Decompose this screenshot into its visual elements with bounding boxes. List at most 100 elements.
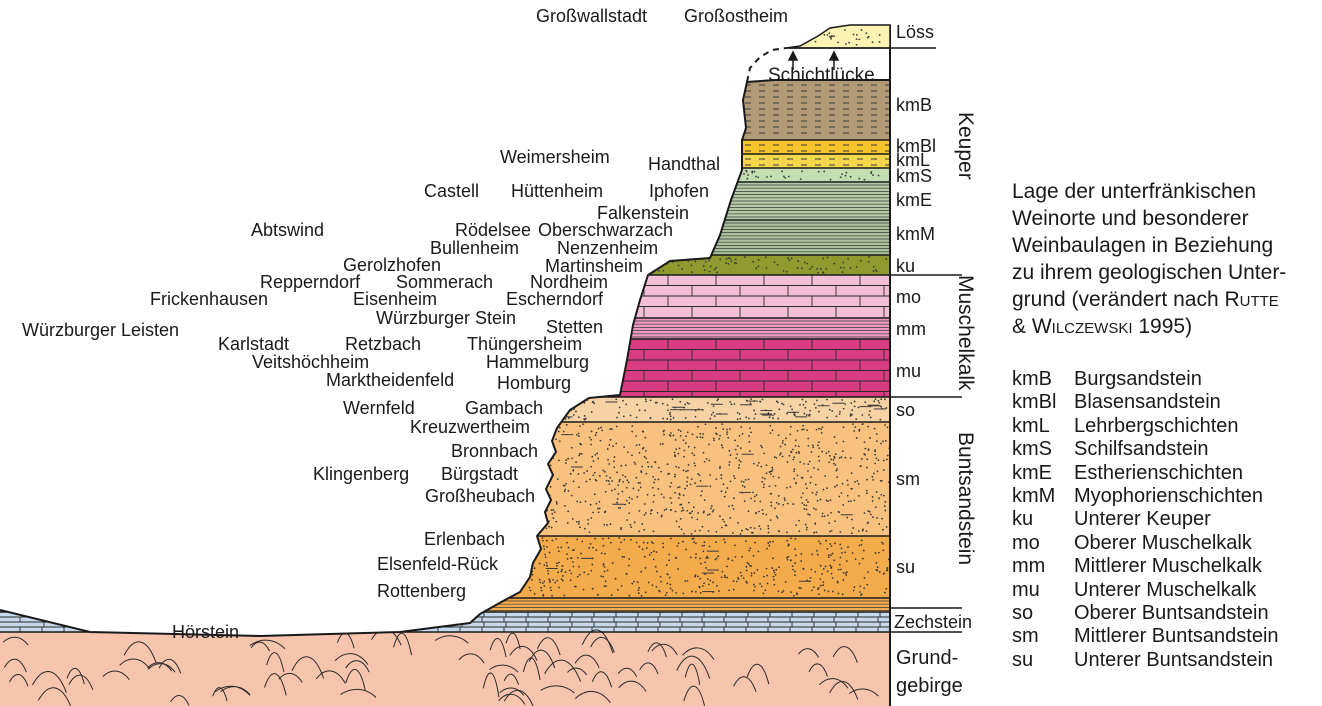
pattern-mark <box>694 465 696 467</box>
pattern-mark <box>505 539 507 541</box>
pattern-mark <box>580 399 582 401</box>
pattern-mark <box>551 527 553 529</box>
pattern-mark <box>795 524 797 526</box>
pattern-mark <box>828 461 830 463</box>
pattern-mark <box>481 594 483 596</box>
pattern-mark <box>778 530 780 532</box>
pattern-mark <box>638 589 640 591</box>
pattern-mark <box>534 567 536 569</box>
pattern-mark <box>809 268 811 270</box>
pattern-mark <box>644 503 646 505</box>
pattern-mark <box>685 470 687 472</box>
pattern-mark <box>688 446 690 448</box>
pattern-mark <box>547 570 549 572</box>
pattern-mark <box>780 446 782 448</box>
pattern-mark <box>522 525 524 527</box>
pattern-mark <box>571 458 573 460</box>
pattern-mark <box>628 512 630 514</box>
pattern-mark <box>873 270 875 272</box>
pattern-mark <box>741 556 743 558</box>
pattern-mark <box>593 402 595 404</box>
pattern-mark <box>728 589 730 591</box>
pattern-mark <box>542 481 544 483</box>
pattern-mark <box>521 524 523 526</box>
pattern-mark <box>699 474 701 476</box>
pattern-mark <box>790 451 792 453</box>
legend-abbr: su <box>1012 649 1074 672</box>
pattern-mark <box>858 530 860 532</box>
pattern-mark <box>798 520 800 522</box>
pattern-mark <box>773 584 775 586</box>
pattern-mark <box>832 553 834 555</box>
pattern-mark <box>605 173 607 175</box>
pattern-mark <box>512 263 514 265</box>
pattern-mark <box>661 493 663 495</box>
pattern-mark <box>747 174 749 176</box>
pattern-mark <box>643 447 645 449</box>
pattern-mark <box>519 472 521 474</box>
group-labels: Keuper Muschelkalk Buntsandstein <box>954 112 977 565</box>
pattern-mark <box>847 484 849 486</box>
pattern-mark <box>542 582 544 584</box>
pattern-mark <box>562 575 564 577</box>
pattern-mark <box>839 457 841 459</box>
pattern-mark <box>870 172 872 174</box>
layer-label-mu: mu <box>896 361 921 381</box>
pattern-mark <box>667 404 669 406</box>
pattern-mark <box>870 417 872 419</box>
pattern-mark <box>536 471 538 473</box>
pattern-mark <box>494 520 496 522</box>
pattern-mark <box>835 464 837 466</box>
pattern-mark <box>792 449 794 451</box>
pattern-mark <box>600 575 602 577</box>
town-klingenberg: Klingenberg <box>313 464 409 484</box>
pattern-mark <box>652 501 654 503</box>
pattern-mark <box>868 448 870 450</box>
pattern-mark <box>514 530 516 532</box>
pattern-mark <box>738 459 740 461</box>
pattern-mark <box>777 418 779 420</box>
pattern-mark <box>859 563 861 565</box>
pattern-mark <box>703 265 705 267</box>
pattern-mark <box>755 413 757 415</box>
pattern-mark <box>503 169 505 171</box>
pattern-mark <box>850 500 852 502</box>
pattern-mark <box>853 430 855 432</box>
pattern-mark <box>728 464 730 466</box>
pattern-mark <box>519 582 521 584</box>
pattern-mark <box>530 590 532 592</box>
pattern-mark <box>508 527 510 529</box>
pattern-mark <box>689 512 691 514</box>
pattern-mark <box>787 559 789 561</box>
pattern-mark <box>608 463 610 465</box>
pattern-mark <box>748 417 750 419</box>
pattern-mark <box>810 577 812 579</box>
pattern-mark <box>875 569 877 571</box>
pattern-mark <box>826 417 828 419</box>
pattern-mark <box>867 426 869 428</box>
legend-item: kmBlBlasensandstein <box>1012 391 1318 414</box>
pattern-mark <box>862 423 864 425</box>
pattern-mark <box>693 506 695 508</box>
pattern-mark <box>484 173 486 175</box>
pattern-mark <box>604 571 606 573</box>
town-thuengersheim: Thüngersheim <box>467 334 582 354</box>
pattern-mark <box>870 514 872 516</box>
pattern-mark <box>558 460 560 462</box>
pattern-mark <box>714 415 716 417</box>
pattern-mark <box>512 263 514 265</box>
pattern-mark <box>873 266 875 268</box>
pattern-mark <box>818 428 820 430</box>
pattern-mark <box>475 520 477 522</box>
pattern-mark <box>608 537 610 539</box>
pattern-mark <box>778 408 780 410</box>
pattern-mark <box>626 519 628 521</box>
pattern-mark <box>704 461 706 463</box>
caption-line: Weinbaulagen in Beziehung <box>1012 232 1312 259</box>
pattern-mark <box>736 177 738 179</box>
pattern-mark <box>830 567 832 569</box>
pattern-mark <box>790 537 792 539</box>
pattern-mark <box>635 435 637 437</box>
pattern-mark <box>817 444 819 446</box>
pattern-mark <box>862 558 864 560</box>
